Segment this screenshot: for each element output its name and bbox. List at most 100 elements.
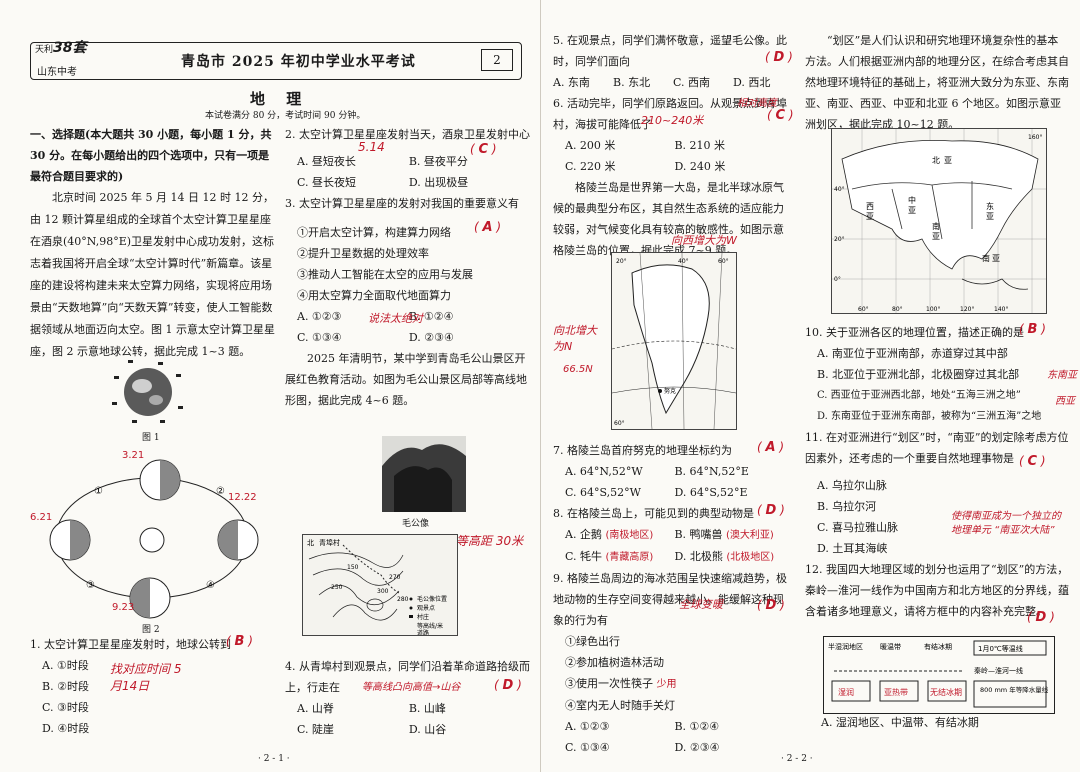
region-label: 西 [866, 202, 874, 211]
logo-number: 38套 [53, 40, 87, 56]
q12-options: A. 湿润地区、中温带、有结冰期 [821, 712, 1069, 733]
nuuk-dot [658, 389, 662, 393]
q9-handwritten-note: 全球变暖 [679, 598, 723, 611]
region-label: 中 [908, 195, 916, 205]
q5-answer: ( D ) [765, 50, 793, 65]
q4-stem: 4. 从青埠村到观景点，同学们沿着革命道路拾级而上，行走在 [285, 660, 530, 694]
q11-option-a: A. 乌拉尔山脉 [817, 479, 887, 492]
satellite-globe-icon [112, 360, 183, 423]
q12-stem: 12. 我国四大地理区域的划分也运用了“划区”的方法，秦岭—淮河一线作为中国南方… [805, 563, 1069, 618]
region-label: 南 [982, 253, 990, 263]
contour-value: 250 [331, 584, 343, 591]
figure-1 [108, 356, 188, 428]
diagram-text: 800 mm 年等降水量线 [980, 685, 1049, 694]
earth-bottom [129, 577, 171, 619]
legend-dot [409, 615, 413, 618]
q9-item-4: ④室内无人时随手关灯 [565, 699, 675, 712]
legend-text: 村庄 [417, 613, 429, 621]
region-label: 北 [932, 156, 940, 165]
exam-note: 本试卷满分 80 分，考试时间 90 分钟。 [205, 111, 366, 121]
q9-item-note: 少用 [656, 679, 677, 690]
lon-label: 140° [994, 306, 1008, 313]
contour-value: 150 [347, 564, 359, 571]
column-1: 一、选择题(本大题共 30 小题，每小题 1 分，共 30 分。在每小题给出的四… [30, 124, 275, 363]
lon-label: 60° [718, 258, 729, 265]
q8-option-a: A. 企鹅 [565, 528, 602, 541]
q8-note-b: (澳大利亚) [726, 530, 774, 541]
lon-label: 120° [960, 306, 974, 313]
legend-dot [409, 597, 413, 601]
q12-diagram: 半湿润地区 暖温带 有结冰期 1月0℃等温线 秦岭—淮河一线 800 mm 年等… [823, 636, 1055, 714]
statue-image [382, 436, 466, 512]
nuuk-label: 努克 [664, 387, 676, 395]
passage-2: 2025 年清明节，某中学到青岛毛公山景区开展红色教育活动。如图为毛公山景区局部… [285, 352, 527, 407]
boundary-diagram: 半湿润地区 暖温带 有结冰期 1月0℃等温线 秦岭—淮河一线 800 mm 年等… [828, 640, 1049, 708]
q4-answer: ( D ) [494, 678, 522, 693]
asia-outline: 北 亚 中 亚 西 亚 南 亚 东 南 亚 亚 40° 20° 0° 60° 8… [832, 129, 1046, 313]
q10-answer: ( B ) [1019, 322, 1046, 337]
photo-caption: 毛公像 [402, 519, 430, 529]
q8-answer: ( D ) [757, 503, 785, 518]
q2-option-a: A. 昼短夜长 [297, 155, 356, 168]
earth-top [139, 459, 181, 501]
q5-option-a: A. 东南 [553, 76, 590, 89]
q5-option-c: C. 西南 [673, 76, 711, 89]
q1-option-a: A. ①时段 [42, 659, 89, 672]
q6-stem: 6. 活动完毕，同学们原路返回。从观景点到青埠村，海拔可能降低了 [553, 97, 787, 131]
passage-1: 北京时间 2025 年 5 月 14 日 12 时 12 分，由 12 颗计算星… [30, 191, 275, 358]
region-label: 亚 [866, 212, 874, 221]
lat-label: 60° [614, 420, 625, 427]
sun-icon [139, 527, 165, 553]
contour-value: 300 [377, 588, 389, 595]
orbit-point-1: ① [94, 486, 103, 497]
q2-answer: ( C ) [470, 142, 497, 157]
q3-answer: ( A ) [474, 220, 502, 235]
q1-stem: 1. 太空计算卫星星座发射时，地球公转到 [30, 638, 231, 651]
q11-stem: 11. 在对亚洲进行“划区”时，“南亚”的划定除考虑方位因素外，还考虑的一个重要… [805, 431, 1069, 465]
q9-stem: 9. 格陵兰岛周边的海冰范围呈快速缩减趋势，极地动物的生存空间变得越来越小。能缓… [553, 572, 787, 627]
region-label: 亚 [908, 206, 916, 215]
q9-answer: ( D ) [757, 598, 785, 613]
q11-option-d: D. 土耳其海峡 [817, 542, 888, 555]
date-note: 9.23 [112, 602, 134, 613]
q6-answer: ( C ) [767, 108, 794, 123]
q8-note-a: (南极地区) [605, 530, 654, 541]
passage-3: 格陵兰岛是世界第一大岛，是北半球冰原气候的最典型分布区，其自然生态系统的适应能力… [553, 181, 784, 257]
contour-value: 270 [389, 574, 401, 581]
page-number-1: · 2 - 1 · [258, 754, 290, 764]
lon-label: 60° [858, 306, 869, 313]
region-label: 亚 [932, 232, 940, 241]
region-label: 亚 [992, 254, 1000, 263]
page-number-2: · 2 - 2 · [781, 754, 813, 764]
legend-text: 观景点 [417, 604, 435, 612]
q6-option-a: A. 200 米 [565, 139, 616, 152]
lon-label: 40° [678, 258, 689, 265]
q8-note-d: (北极地区) [726, 552, 775, 563]
q10-option-a: A. 南亚位于亚洲南部，赤道穿过其中部 [817, 347, 1008, 360]
orbit-point-3: ③ [86, 580, 95, 591]
contour-value: 280 [397, 596, 409, 603]
village-label: 青埠村 [319, 538, 340, 547]
q1-option-c: C. ③时段 [42, 701, 89, 714]
exam-title: 青岛市 2025 年初中学业水平考试 [181, 54, 416, 70]
diagram-answer: 无结冰期 [930, 687, 962, 697]
q9-item-3: ③使用一次性筷子 [565, 677, 653, 690]
q3-handwritten-note: 说法太绝对 [368, 312, 423, 325]
page-left: 天利38套 山东中考 青岛市 2025 年初中学业水平考试 2 地 理 本试卷满… [0, 0, 540, 772]
contour-interval-note: 等高距 30米 [456, 534, 524, 548]
figure-2: ① ② ③ ④ 3.21 6.21 12.22 9.23 [30, 448, 275, 628]
legend-text: 毛公像位置 [417, 595, 447, 603]
q10-option-d: D. 东南亚位于亚洲东南部，被称为“三洲五海”之地 [817, 411, 1042, 422]
q7-option-b: B. 64°N,52°E [674, 465, 749, 478]
q4-option-d: D. 山谷 [408, 723, 447, 736]
q9-option-b: B. ①②④ [674, 720, 720, 733]
q9-option-d: D. ②③④ [674, 741, 720, 754]
lat-label: 20° [834, 236, 845, 243]
q8-option-c: C. 牦牛 [565, 550, 603, 563]
q1-answer: ( B ) [226, 634, 253, 649]
north-label: 北 [307, 539, 314, 547]
